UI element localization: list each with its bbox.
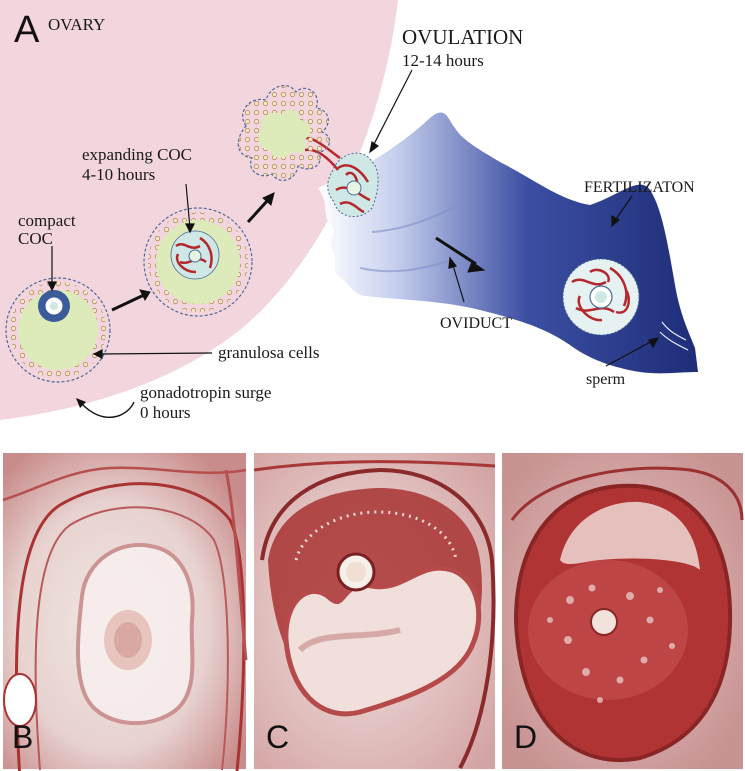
panel-c: C xyxy=(254,453,495,769)
panel-a: A OVARY OVULATION 12-14 hours expanding … xyxy=(0,0,745,440)
compact-coc-label-2: COC xyxy=(18,229,53,248)
expanding-coc-label: expanding COC xyxy=(82,145,192,164)
fertilization-coc xyxy=(563,259,639,335)
panel-a-letter: A xyxy=(14,9,40,51)
panel-b: B xyxy=(3,453,246,771)
compact-coc-label-1: compact xyxy=(18,211,76,230)
gonadotropin-label: gonadotropin surge xyxy=(140,383,271,402)
expanding-coc-time: 4-10 hours xyxy=(82,165,155,184)
ovary-label: OVARY xyxy=(48,15,105,34)
ovulation-time: 12-14 hours xyxy=(402,51,484,70)
panel-c-letter: C xyxy=(266,719,289,755)
fertilization-label: FERTILIZATON xyxy=(584,179,695,196)
panel-b-letter: B xyxy=(12,719,33,755)
gonadotropin-time: 0 hours xyxy=(140,403,191,422)
ovulation-label: OVULATION xyxy=(402,25,523,49)
panel-d-letter: D xyxy=(514,719,537,755)
oviduct-label: OVIDUCT xyxy=(440,315,512,332)
granulosa-label: granulosa cells xyxy=(218,343,320,362)
panel-d: D xyxy=(502,453,743,769)
follicle-expanding xyxy=(144,208,252,316)
sperm-label: sperm xyxy=(586,371,626,388)
